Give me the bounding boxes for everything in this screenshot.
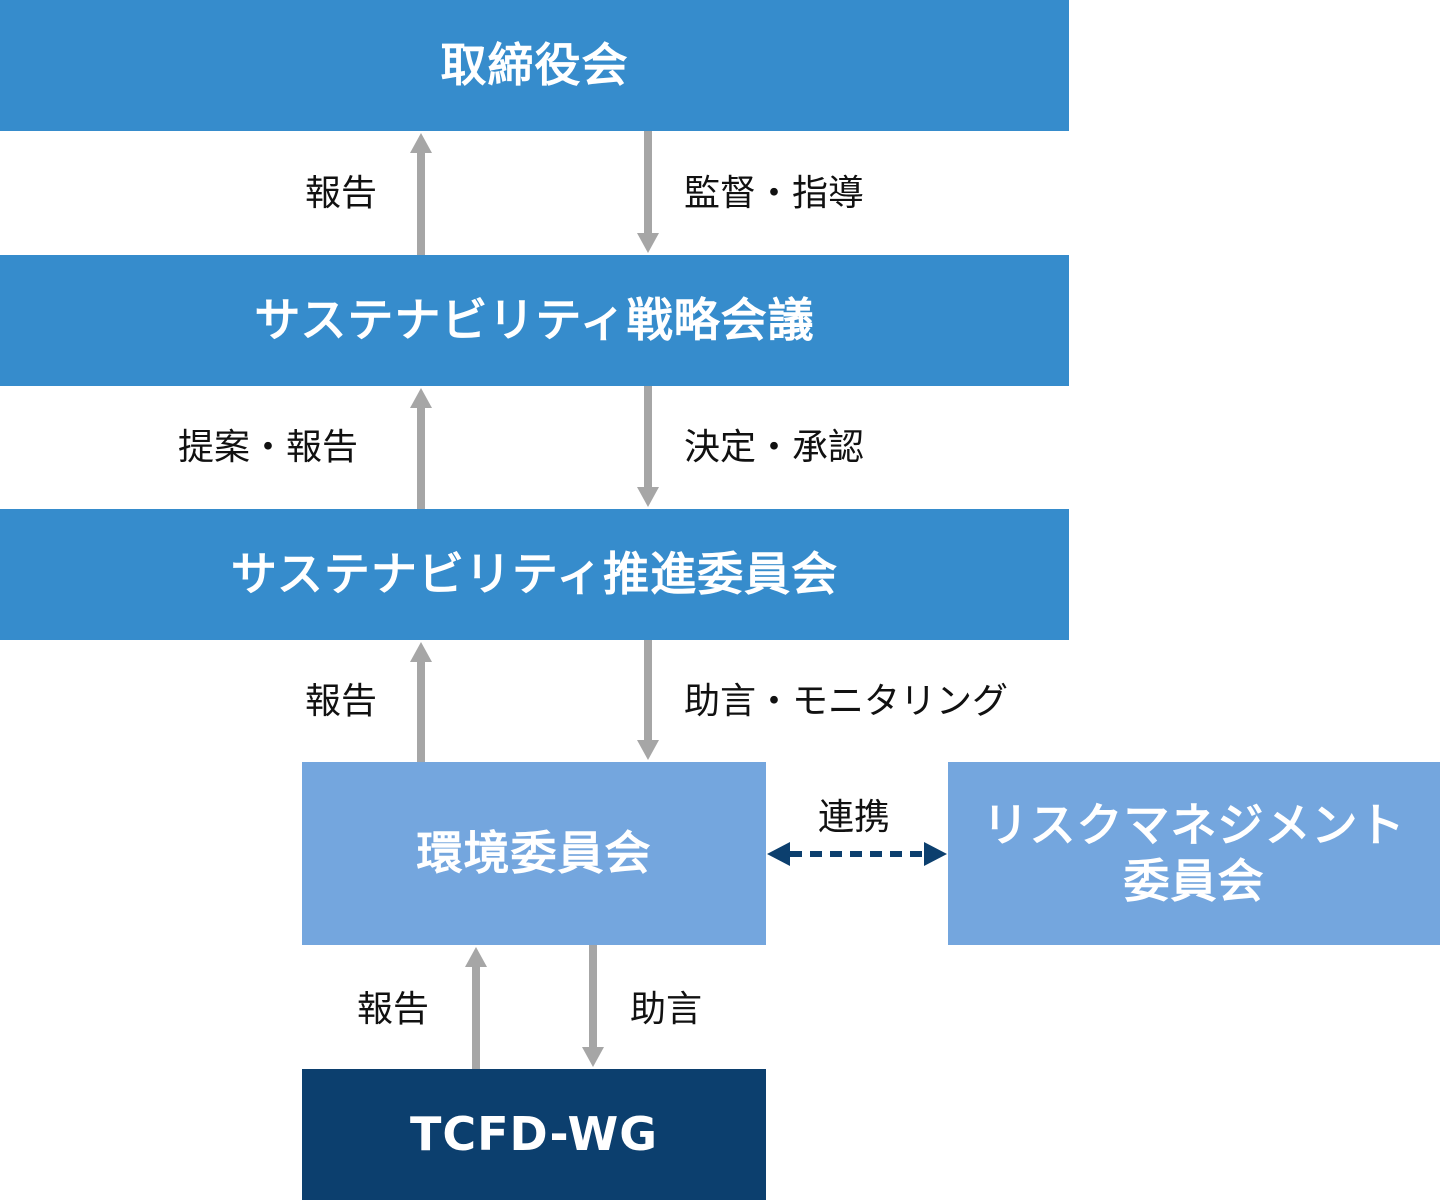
label-advise: 助言 — [630, 989, 703, 1030]
board-box: 取締役会 — [0, 0, 1069, 131]
up-arrow-report-environment — [410, 642, 432, 762]
down-arrow-advise — [582, 945, 604, 1067]
label-propose-report: 提案・報告 — [178, 427, 359, 468]
risk-management-label-line1: リスクマネジメント — [982, 798, 1406, 853]
down-arrow-advise-monitor — [637, 640, 659, 760]
label-supervise: 監督・指導 — [684, 173, 865, 214]
label-report-3: 報告 — [357, 989, 430, 1030]
label-advise-monitor: 助言・モニタリング — [684, 681, 1009, 722]
strategy-meeting-box: サステナビリティ戦略会議 — [0, 255, 1069, 386]
down-arrow-decide-approve — [637, 386, 659, 507]
label-collaborate: 連携 — [818, 797, 891, 838]
environment-committee-label: 環境委員会 — [416, 825, 652, 880]
tcfd-wg-label: TCFD-WG — [409, 1106, 659, 1161]
risk-management-committee-box: リスクマネジメント 委員会 — [948, 762, 1440, 945]
risk-management-label-line2: 委員会 — [1123, 853, 1265, 908]
collaboration-dashed-arrow — [767, 842, 947, 866]
label-report-1: 報告 — [305, 173, 378, 214]
board-label: 取締役会 — [440, 37, 629, 92]
down-arrow-supervise — [637, 131, 659, 253]
promotion-committee-label: サステナビリティ推進委員会 — [230, 546, 839, 601]
up-arrow-propose-report — [410, 388, 432, 509]
up-arrow-report-tcfd — [465, 947, 487, 1069]
strategy-meeting-label: サステナビリティ戦略会議 — [254, 292, 815, 347]
label-decide-approve: 決定・承認 — [684, 427, 865, 468]
label-report-2: 報告 — [305, 681, 378, 722]
promotion-committee-box: サステナビリティ推進委員会 — [0, 509, 1069, 640]
up-arrow-report-board — [410, 133, 432, 255]
environment-committee-box: 環境委員会 — [302, 762, 766, 945]
tcfd-wg-box: TCFD-WG — [302, 1069, 766, 1200]
